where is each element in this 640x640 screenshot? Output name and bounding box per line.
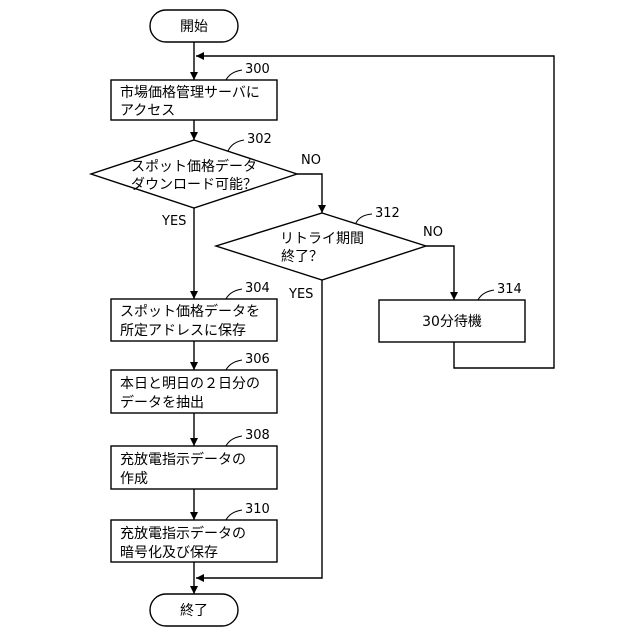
decision-312-line-2: 終了？ bbox=[281, 249, 323, 265]
step-310-line-1: 充放電指示データの bbox=[120, 525, 246, 542]
step-314: 30分待機 314 bbox=[379, 282, 525, 342]
decision-302-no-label: NO bbox=[301, 153, 321, 168]
step-306-line-1: 本日と明日の２日分の bbox=[120, 376, 260, 392]
edge-302-no-to-312 bbox=[297, 174, 322, 213]
decision-312-yes-label: YES bbox=[288, 287, 313, 302]
decision-302-line-2: ダウンロード可能？ bbox=[131, 177, 257, 193]
step-300-line-1: 市場価格管理サーバに bbox=[120, 84, 260, 101]
edge-312-no-to-314 bbox=[426, 246, 454, 300]
end-terminal: 終了 bbox=[150, 594, 238, 626]
step-308-ref: 308 bbox=[245, 428, 270, 443]
step-304-line-2: 所定アドレスに保存 bbox=[120, 323, 246, 339]
start-label: 開始 bbox=[180, 19, 208, 35]
step-308-line-2: 作成 bbox=[120, 471, 148, 487]
decision-302-yes-label: YES bbox=[161, 214, 186, 229]
decision-312-no-label: NO bbox=[423, 225, 443, 240]
step-308-line-1: 充放電指示データの bbox=[120, 451, 246, 468]
step-304-line-1: スポット価格データを bbox=[120, 303, 260, 320]
end-label: 終了 bbox=[180, 603, 208, 619]
start-terminal: 開始 bbox=[150, 10, 238, 42]
decision-302-ref: 302 bbox=[247, 132, 272, 147]
step-314-line-1: 30分待機 bbox=[422, 314, 482, 330]
step-310-line-2: 暗号化及び保存 bbox=[120, 545, 218, 561]
decision-302-line-1: スポット価格データ bbox=[131, 158, 257, 175]
step-300-line-2: アクセス bbox=[120, 103, 175, 119]
step-300-ref: 300 bbox=[245, 62, 270, 77]
step-306-ref: 306 bbox=[245, 352, 270, 367]
step-306-line-2: データを抽出 bbox=[120, 394, 204, 411]
step-304-ref: 304 bbox=[245, 281, 270, 296]
decision-302: スポット価格データ ダウンロード可能？ 302 NO YES bbox=[91, 132, 321, 229]
step-314-ref: 314 bbox=[497, 282, 522, 297]
decision-312-ref: 312 bbox=[375, 206, 400, 221]
step-310-ref: 310 bbox=[245, 502, 270, 517]
decision-312-line-1: リトライ期間 bbox=[280, 231, 364, 247]
